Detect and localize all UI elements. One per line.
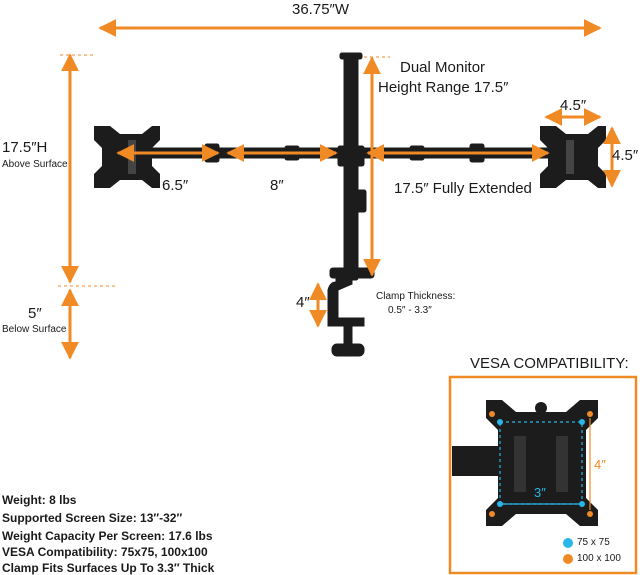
above-surface-label: Above Surface: [2, 159, 68, 170]
height-above-label: 17.5″H: [2, 139, 48, 156]
vesa-title: VESA COMPATIBILITY:: [470, 355, 629, 372]
vesa-pattern-dots: [489, 411, 593, 517]
left-vesa-plate: [94, 126, 160, 188]
legend-dot-100: [563, 554, 573, 564]
arm-inner-label: 6.5″: [162, 177, 189, 194]
clamp-body: [327, 275, 365, 327]
legend-75-label: 75 x 75: [577, 537, 610, 548]
arm-mid-label: 8″: [270, 177, 284, 194]
plate-height-label: 4.5″: [612, 147, 639, 164]
spec-clamp: Clamp Fits Surfaces Up To 3.3″ Thick: [2, 561, 215, 575]
spec-weight: Weight: 8 lbs: [2, 493, 77, 507]
vesa-inner-width-label: 3″: [534, 485, 546, 500]
total-width-label: 36.75″W: [292, 1, 350, 18]
legend-100-label: 100 x 100: [577, 553, 621, 564]
legend-dot-75: [563, 538, 573, 548]
right-vesa-plate: [540, 126, 606, 188]
spec-vesa: VESA Compatibility: 75x75, 100x100: [2, 545, 208, 559]
height-range-title: Dual Monitor: [400, 59, 486, 76]
vesa-box-art: [452, 400, 598, 526]
height-range-value: Height Range 17.5″: [378, 79, 509, 96]
dimension-lines: [61, 19, 621, 360]
vesa-outer-height-label: 4″: [594, 457, 606, 472]
spec-screen-size: Supported Screen Size: 13″-32″: [2, 511, 183, 525]
arm-extended-label: 17.5″ Fully Extended: [394, 180, 532, 197]
clamp-thickness-label: Clamp Thickness:: [376, 291, 456, 302]
plate-width-label: 4.5″: [560, 97, 587, 114]
below-surface-label: Below Surface: [2, 324, 67, 335]
mount-hardware: [131, 52, 558, 357]
center-pole: [343, 54, 359, 281]
clamp-height-label: 4″: [296, 294, 310, 311]
below-label: 5″: [28, 305, 42, 322]
clamp-thickness-range: 0.5″ - 3.3″: [388, 305, 432, 316]
spec-weight-capacity: Weight Capacity Per Screen: 17.6 lbs: [2, 529, 213, 543]
